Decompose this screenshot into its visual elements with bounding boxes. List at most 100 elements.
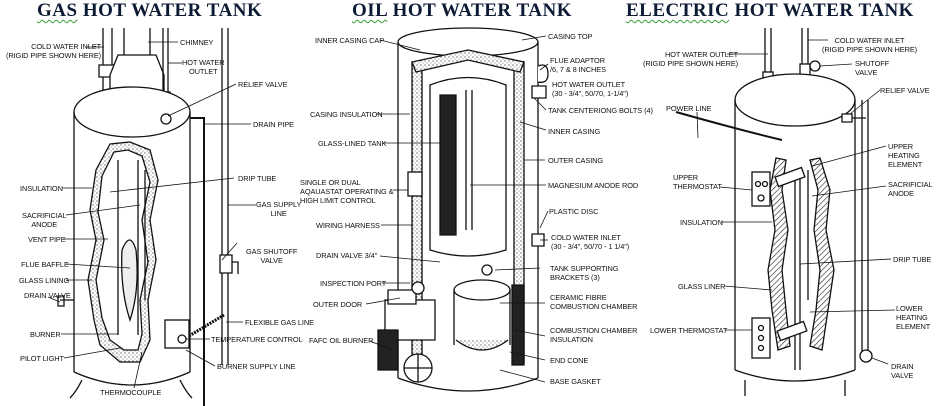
- label-base-gasket: BASE GASKET: [550, 377, 601, 386]
- label-line: /6, 7 & 8 INCHES: [550, 65, 606, 74]
- gas-shutoff-valve: [219, 254, 239, 274]
- label-line: (RIGID PIPE SHOWN HERE): [6, 51, 102, 60]
- label-glass-liner: GLASS LINER: [678, 282, 726, 291]
- label-line: ELEMENT: [888, 160, 923, 169]
- label-magnesium-anode-rod: MAGNESIUM ANODE ROD: [548, 181, 639, 190]
- supporting-bracket: [481, 264, 493, 276]
- label-line: GAS SUPPLY: [256, 200, 302, 209]
- label-line: (30 - 3/4", 50/70, 1-1/4"): [552, 89, 629, 98]
- label-casing-top: CASING TOP: [548, 32, 593, 41]
- temperature-control-box: [164, 319, 190, 349]
- label-drip-tube: DRIP TUBE: [893, 255, 932, 264]
- label-line: COLD WATER INLET: [551, 233, 621, 242]
- label-chimney: CHIMNEY: [180, 38, 214, 47]
- label-line: COLD WATER INLET: [31, 42, 102, 51]
- label-line: (RIGID PIPE SHOWN HERE): [643, 59, 739, 68]
- label-drain-pipe: DRAIN PIPE: [253, 120, 294, 129]
- tank-top: [734, 73, 856, 127]
- label-line: UPPER: [888, 142, 913, 151]
- label-line: THERMOSTAT: [673, 182, 722, 191]
- label-burner: BURNER: [30, 330, 61, 339]
- label-flue-adaptor: FLUE ADAPTOR/6, 7 & 8 INCHES: [550, 56, 606, 74]
- label-plastic-disc: PLASTIC DISC: [549, 207, 599, 216]
- electric-tank-drawing: [675, 28, 873, 396]
- oil-tank-title: OIL HOT WATER TANK: [352, 0, 572, 22]
- label-tank-centering-bolts: TANK CENTERIONG BOLTS (4): [548, 106, 653, 115]
- label-temperature-control: TEMPERATURE CONTROL: [211, 335, 303, 344]
- label-inner-casing: INNER CASING: [548, 127, 601, 136]
- label-lower-thermostat: LOWER THERMOSTAT: [650, 326, 728, 335]
- hot-water-pipe: [162, 28, 169, 95]
- label-cold-water-inlet: COLD WATER INLET(30 - 3/4", 50/70 - 1 1/…: [551, 233, 629, 251]
- electric-tank-title: ELECTRIC HOT WATER TANK: [626, 0, 914, 22]
- insulation-right: [809, 157, 835, 351]
- label-line: ELEMENT: [896, 322, 931, 331]
- label-thermocouple: THERMOCOUPLE: [100, 388, 162, 397]
- thermostat-knob: [757, 324, 765, 332]
- label-line: VALVE: [855, 68, 878, 77]
- power-line: [675, 111, 783, 141]
- drain-valve: [57, 295, 74, 307]
- thermostat-knob: [757, 194, 765, 202]
- burner-fan-spokes: [404, 354, 432, 382]
- label-relief-valve: RELIEF VALVE: [880, 86, 930, 95]
- oil-burner-motor: [377, 329, 399, 371]
- label-outer-casing: OUTER CASING: [548, 156, 604, 165]
- gas-tank-title: GAS HOT WATER TANK: [37, 0, 262, 22]
- label-insulation: INSULATION: [680, 218, 723, 227]
- label-glass-lined-tank: GLASS-LINED TANK: [318, 139, 387, 148]
- thermostat-knob: [757, 334, 765, 342]
- upper-heating-element: [774, 166, 806, 188]
- temperature-knob: [177, 334, 187, 344]
- flame-baffle: [121, 239, 138, 323]
- label-line: LOWER: [896, 304, 923, 313]
- title-rest: HOT WATER TANK: [729, 0, 914, 21]
- label-relief-valve: RELIEF VALVE: [238, 80, 288, 89]
- label-line: LINE: [270, 209, 287, 218]
- label-flue-baffle: FLUE BAFFLE: [21, 260, 69, 269]
- lower-heating-element: [776, 320, 808, 342]
- label-line: SHUTOFF: [855, 59, 890, 68]
- label-line: VALVE: [260, 256, 283, 265]
- label-line: CERAMIC FIBRE: [550, 293, 607, 302]
- label-end-cone: END CONE: [550, 356, 589, 365]
- legs: [744, 380, 846, 396]
- tank-top: [73, 86, 191, 138]
- label-line: COLD WATER INLET: [834, 36, 905, 45]
- label-line: HOT WATER: [182, 58, 225, 67]
- label-glass-lining: GLASS LINING: [19, 276, 70, 285]
- thermostat-knob: [754, 180, 762, 188]
- aquastat-control: [407, 171, 423, 197]
- label-line: ANODE: [888, 189, 914, 198]
- label-inner-casing-cap: INNER CASING CAP: [315, 36, 385, 45]
- label-line: HEATING: [888, 151, 920, 160]
- combustion-chamber-top: [453, 279, 511, 301]
- label-line: OUTLET: [188, 67, 218, 76]
- base: [397, 377, 539, 392]
- label-casing-insulation: CASING INSULATION: [310, 110, 383, 119]
- upper-thermostat: [751, 171, 771, 207]
- relief-valve: [841, 113, 866, 123]
- label-line: TANK SUPPORTING: [550, 264, 619, 273]
- label-cold-water-inlet: COLD WATER INLET(RIGID PIPE SHOWN HERE): [822, 36, 917, 54]
- title-rest: HOT WATER TANK: [387, 0, 573, 21]
- tank-dark-interior: [439, 94, 457, 236]
- label-fafc-oil-burner: FAFC OIL BURNER: [309, 336, 374, 345]
- label-line: COMBUSTION CHAMBER: [550, 302, 638, 311]
- magnesium-anode-rod: [465, 90, 473, 230]
- label-line: HOT WATER OUTLET: [552, 80, 625, 89]
- thermostat-knob: [761, 180, 769, 188]
- drain-pipe: [861, 100, 869, 360]
- title-word: ELECTRIC: [626, 0, 730, 21]
- label-line: SACRIFICIAL: [22, 211, 67, 220]
